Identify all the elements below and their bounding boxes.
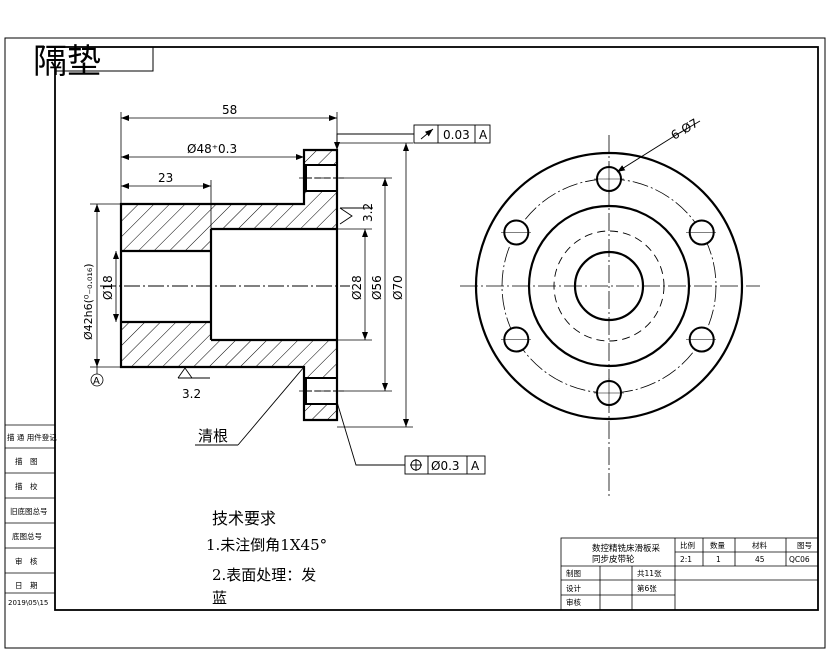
holes-label: 6-Ø7 (669, 116, 701, 143)
title-block (560, 537, 819, 611)
callout-leader (195, 366, 305, 446)
inner-frame (54, 46, 819, 611)
v-drawno: QC06 (789, 555, 810, 564)
roughness-1: 3.2 (361, 203, 375, 222)
row-design: 设计 (566, 583, 581, 593)
datum-symbol-icon (90, 367, 104, 387)
dim-18: Ø18 (101, 275, 115, 300)
v-scale: 2:1 (680, 555, 692, 564)
h-scale: 比例 (680, 540, 695, 550)
strip-r3: 描 校 (15, 481, 38, 491)
v-material: 45 (755, 555, 765, 564)
datum-label: A (93, 376, 100, 387)
roughness-symbol-icon (177, 207, 373, 379)
sheet-total: 共11张 (637, 569, 662, 578)
position-frame (336, 401, 486, 475)
dim-56: Ø56 (370, 275, 384, 300)
tech-item-2b: 蓝 (212, 589, 227, 607)
runout-value: 0.03 (443, 128, 470, 142)
strip-r4: 旧底图总号 (10, 506, 48, 516)
strip-r8: 2019\05\15 (8, 599, 48, 607)
runout-datum: A (479, 128, 488, 142)
part-outline (119, 148, 339, 422)
dim-70: Ø70 (391, 275, 405, 300)
h-material: 材料 (752, 540, 767, 550)
dim-58: 58 (222, 103, 237, 117)
front-view (460, 120, 760, 497)
title-stamp: 隔垫 (33, 42, 101, 82)
tech-heading: 技术要求 (212, 509, 276, 528)
runout-frame (334, 124, 491, 150)
stamp-box (54, 46, 154, 72)
hatch-lower (121, 322, 337, 420)
dim-23: 23 (158, 171, 173, 185)
part-name-1: 数控精铣床滑板采 (592, 543, 661, 554)
v-qty: 1 (716, 555, 721, 564)
h-drawno: 图号 (797, 541, 812, 550)
left-strip (5, 424, 55, 594)
strip-r1: 描 通 用件登记 (7, 432, 57, 442)
strip-r6: 审 核 (15, 556, 38, 566)
row-review: 审核 (566, 597, 581, 607)
dimensions (90, 112, 413, 428)
dim-42: Ø42h6(⁰₋₀.₀₁₆) (82, 263, 95, 340)
outer-frame (4, 37, 826, 649)
section-view (100, 148, 350, 422)
h-qty: 数量 (710, 540, 725, 550)
dim-28: Ø28 (350, 275, 364, 300)
part-name-2: 同步皮带轮 (592, 554, 635, 565)
dim-48: Ø48⁺0.3 (187, 142, 237, 156)
sheet-no: 第6张 (637, 583, 657, 593)
tech-requirements: 技术要求 1.未注倒角1X45° 2.表面处理：发 蓝 (206, 509, 327, 607)
position-datum: A (471, 459, 480, 473)
hatch-upper (121, 150, 337, 251)
tech-item-1: 1.未注倒角1X45° (206, 536, 327, 554)
tech-item-2a: 2.表面处理：发 (212, 566, 316, 584)
position-value: Ø0.3 (431, 459, 460, 473)
callout-text: 清根 (198, 427, 228, 445)
strip-r2: 描 图 (15, 456, 38, 466)
strip-r5: 底图总号 (12, 531, 42, 541)
strip-r7: 日 期 (15, 581, 38, 590)
roughness-2: 3.2 (182, 387, 201, 401)
row-draw: 制图 (566, 568, 581, 578)
